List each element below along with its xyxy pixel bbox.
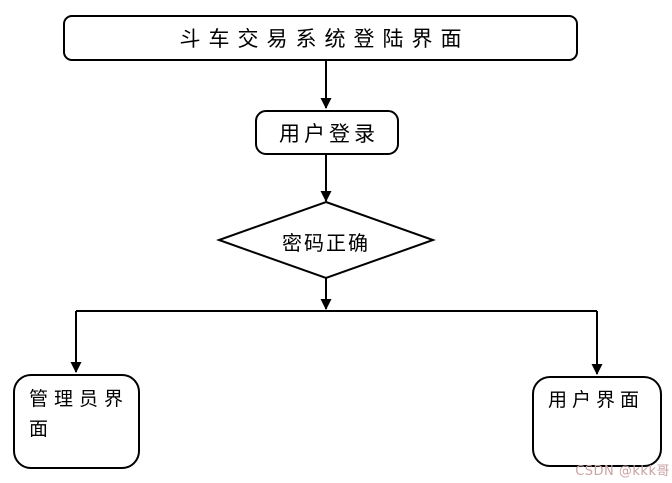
decision-diamond-shape xyxy=(216,200,436,280)
watermark: CSDN @kkk哥 xyxy=(575,464,670,479)
login-screen-title-label: 斗车交易系统登陆界面 xyxy=(179,27,470,51)
flowchart-node-user-login: 用户登录 xyxy=(255,110,399,155)
flowchart-node-user-interface: 用户界面 xyxy=(532,376,662,467)
user-interface-label: 用户界面 xyxy=(548,389,645,411)
flowchart-node-admin-interface: 管理员界面 xyxy=(13,374,140,469)
user-login-label: 用户登录 xyxy=(279,121,379,146)
flowchart-node-login-screen-title: 斗车交易系统登陆界面 xyxy=(63,15,578,61)
admin-interface-label: 管理员界面 xyxy=(29,388,130,440)
